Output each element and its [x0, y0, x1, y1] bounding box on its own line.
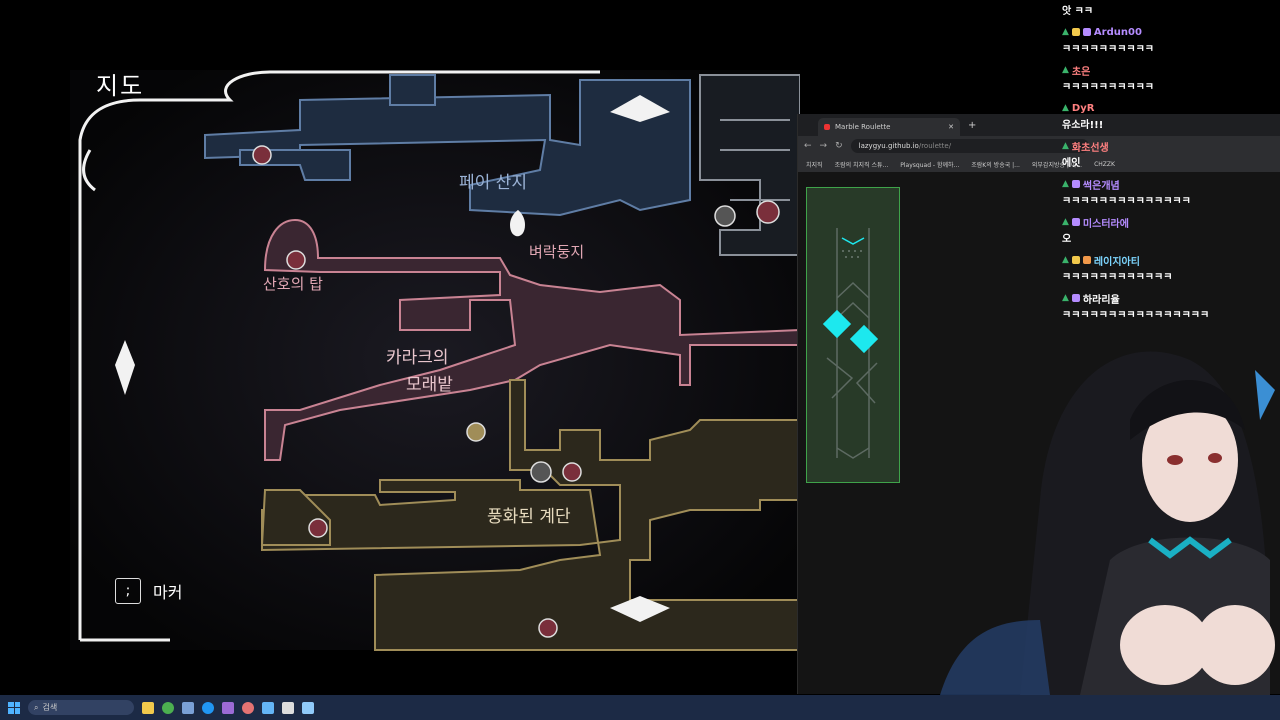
- bookmark-item[interactable]: 치지직: [806, 161, 823, 169]
- url-bar[interactable]: lazygyu.github.io/roulette/: [850, 139, 1089, 153]
- tab-bar: Marble Roulette ✕ +: [798, 114, 1280, 136]
- chat-user: ▲ Ardun00: [1062, 24, 1280, 40]
- forward-icon[interactable]: →: [819, 141, 828, 151]
- map-title: 지도: [96, 72, 145, 100]
- chat-level-icon: ▲: [1062, 65, 1069, 75]
- bookmark-item[interactable]: Playsquad - 함께하...: [900, 161, 960, 169]
- tab-title: Marble Roulette: [835, 123, 891, 131]
- start-icon[interactable]: [8, 701, 20, 714]
- chrome-icon[interactable]: [162, 701, 174, 714]
- bookmark-item[interactable]: 외부감지방송 | 아...: [1031, 161, 1083, 169]
- chat-user: ▲ 썩은개념: [1062, 176, 1280, 192]
- chat-username: 화초선생: [1071, 142, 1109, 154]
- chat-username: 미스터라에: [1082, 218, 1129, 230]
- marble-2: [849, 324, 879, 354]
- badge-icon: [1071, 28, 1080, 36]
- label-coral-tower: 산호의 탑: [263, 275, 323, 293]
- chat-username: 초은: [1071, 66, 1091, 78]
- marker-hint: ; 마커: [115, 578, 182, 604]
- game-map-view: 지도 페이 산지 산호의 탑 벼락둥지 카라크의 모래밭 풍화된 계단 ; 마커: [70, 70, 800, 651]
- badge-icon: [1071, 256, 1080, 264]
- reload-icon[interactable]: ↻: [835, 141, 843, 151]
- chat-user: ▲화초선생: [1062, 138, 1280, 154]
- chat-username: DyR: [1071, 102, 1095, 114]
- chat-message-text: ㅋㅋㅋㅋㅋㅋㅋㅋㅋㅋㅋㅋ: [1062, 272, 1173, 283]
- map-frame: [78, 70, 600, 642]
- badge-icon: [1071, 294, 1080, 302]
- label-weathered: 풍화된 계단: [487, 507, 571, 527]
- chat-level-icon: ▲: [1062, 255, 1069, 265]
- chat-message-text: ㅋㅋㅋㅋㅋㅋㅋㅋㅋㅋ: [1062, 82, 1154, 93]
- chat-level-icon: ▲: [1062, 293, 1069, 303]
- label-sinner-nest: 벼락둥지: [529, 243, 585, 261]
- search-placeholder: 검색: [42, 703, 58, 712]
- chat-level-icon: ▲: [1062, 141, 1069, 151]
- label-karak-line1: 카라크의: [386, 348, 449, 368]
- chat-level-icon: ▲: [1062, 217, 1069, 227]
- chat-user: ▲ 미스터라에: [1062, 214, 1280, 230]
- bookmarks-bar: 치지직 조람의 치지직 스튜... Playsquad - 함께하... 조람K…: [798, 156, 1280, 172]
- bookmark-item[interactable]: CHZZK: [1094, 160, 1115, 168]
- map-pins: [252, 145, 780, 638]
- label-fae-hills: 페이 산지: [459, 173, 527, 193]
- chat-username: Ardun00: [1093, 26, 1142, 38]
- badge-icon: [1082, 28, 1091, 36]
- search-icon: ⌕: [34, 702, 39, 712]
- chat-username: 레이지아티: [1093, 256, 1140, 268]
- favicon-icon: [824, 124, 830, 130]
- badge-icon: [1071, 218, 1080, 226]
- chat-message-text: 에잇: [1062, 158, 1081, 169]
- chat-user: ▲DyR: [1062, 100, 1280, 116]
- chat-username: 하라리율: [1082, 294, 1120, 306]
- map-canvas: [70, 70, 800, 651]
- app-icon[interactable]: [182, 701, 194, 714]
- marble-1: [822, 309, 852, 339]
- close-tab-icon[interactable]: ✕: [948, 123, 954, 131]
- chat-message-text: 유소라!!!: [1062, 120, 1104, 131]
- badge-icon: [1082, 256, 1091, 264]
- url-host: lazygyu.github.io: [858, 142, 919, 150]
- folder-icon[interactable]: [142, 701, 154, 714]
- chat-message-text: ㅋㅋㅋㅋㅋㅋㅋㅋㅋㅋㅋㅋㅋㅋㅋㅋ: [1062, 310, 1210, 321]
- new-tab-icon[interactable]: +: [968, 119, 977, 131]
- chat-user: ▲ 레이지아티: [1062, 252, 1280, 268]
- chat-level-icon: ▲: [1062, 103, 1069, 113]
- back-icon[interactable]: ←: [804, 141, 812, 151]
- chat-message-text: 앗 ㅋㅋ: [1062, 6, 1094, 17]
- chat-message-text: 오: [1062, 234, 1072, 245]
- vtuber-avatar: [900, 300, 1280, 695]
- roulette-track: [822, 228, 879, 459]
- chat-level-icon: ▲: [1062, 27, 1069, 37]
- chat-username: 썩은개념: [1082, 180, 1120, 192]
- tab-marble-roulette[interactable]: Marble Roulette ✕: [818, 118, 960, 136]
- frame-ornaments: [115, 95, 670, 622]
- chat-message-text: ㅋㅋㅋㅋㅋㅋㅋㅋㅋㅋ: [1062, 44, 1154, 55]
- edge-icon[interactable]: [202, 701, 214, 714]
- roulette-canvas[interactable]: [806, 187, 900, 483]
- address-toolbar: ← → ↻ lazygyu.github.io/roulette/: [798, 136, 1280, 156]
- notepad-icon[interactable]: [262, 701, 274, 714]
- region-karak: [263, 218, 800, 461]
- bookmark-item[interactable]: 조람의 치지직 스튜...: [834, 161, 889, 169]
- taskbar: ⌕ 검색: [0, 695, 1280, 720]
- bookmark-item[interactable]: 조람K의 방송국 |...: [971, 161, 1020, 169]
- url-path: /roulette/: [918, 142, 952, 150]
- game-icon[interactable]: [282, 701, 294, 714]
- taskbar-search[interactable]: ⌕ 검색: [28, 700, 134, 715]
- app-icon[interactable]: [242, 701, 254, 714]
- chat-user: ▲ 하라리율: [1062, 290, 1280, 306]
- label-karak-line2: 모래밭: [406, 375, 453, 395]
- chat-message-text: ㅋㅋㅋㅋㅋㅋㅋㅋㅋㅋㅋㅋㅋㅋ: [1062, 196, 1191, 207]
- chat-level-icon: ▲: [1062, 179, 1069, 189]
- chat-user: ▲초은: [1062, 62, 1280, 78]
- region-fae-hills: [204, 74, 691, 217]
- marker-label: 마커: [153, 583, 183, 602]
- marker-keycap: ;: [115, 578, 141, 604]
- stream-chat: 앗 ㅋㅋ ▲Ardun00 ㅋㅋㅋㅋㅋㅋㅋㅋㅋㅋ ▲초은 ㅋㅋㅋㅋㅋㅋㅋㅋㅋㅋ …: [1062, 0, 1280, 330]
- badge-icon: [1071, 180, 1080, 188]
- app-icon[interactable]: [222, 701, 234, 714]
- steam-icon[interactable]: [302, 701, 314, 714]
